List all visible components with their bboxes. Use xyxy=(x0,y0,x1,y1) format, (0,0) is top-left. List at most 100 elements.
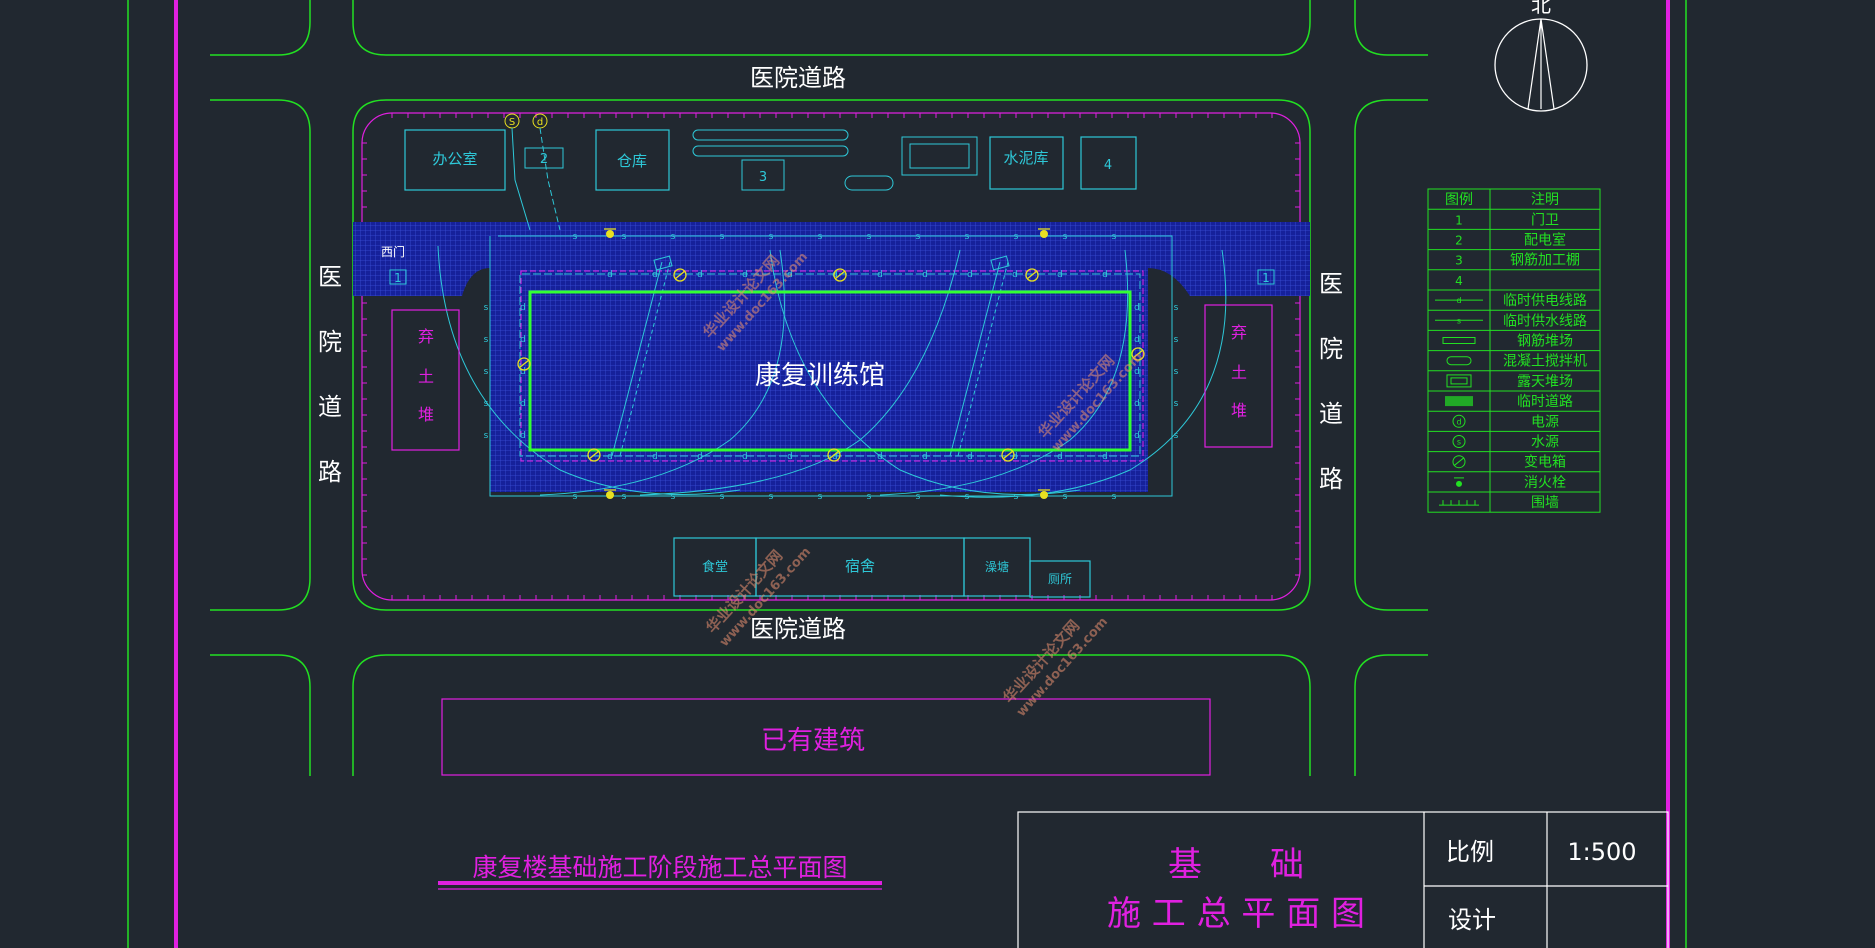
title-block xyxy=(1017,811,1669,948)
legend-note: 临时供电线路 xyxy=(1503,293,1587,309)
line-label: d xyxy=(697,452,703,462)
line-label: d xyxy=(520,399,526,409)
legend-symbol xyxy=(1446,374,1472,388)
rebar-shed: 3 xyxy=(741,159,785,191)
legend-note: 钢筋加工棚 xyxy=(1510,252,1580,269)
scale-label: 比例 xyxy=(1446,838,1494,866)
svg-text:路: 路 xyxy=(1319,465,1343,493)
crane-radius-arcs xyxy=(437,245,1227,498)
line-label: s xyxy=(867,492,872,502)
fire-hydrant-icon xyxy=(1038,489,1050,499)
svg-text:d: d xyxy=(1456,417,1461,426)
line-label: s xyxy=(965,232,970,242)
line-label: s xyxy=(1174,335,1179,345)
legend-note: 围墙 xyxy=(1531,495,1559,511)
line-label: d xyxy=(607,270,613,280)
svg-text:1: 1 xyxy=(1262,271,1270,285)
water-source-symbol: S xyxy=(504,113,520,129)
line-label: s xyxy=(1014,232,1019,242)
svg-text:S: S xyxy=(509,117,515,128)
line-label: s xyxy=(573,232,578,242)
transformer-boxes xyxy=(517,228,1145,499)
line-label: d xyxy=(922,270,928,280)
main-building-label: 康复训练馆 xyxy=(755,361,885,391)
temporary-power-line xyxy=(519,273,1141,457)
legend-symbol: s xyxy=(1435,316,1483,325)
line-label: d xyxy=(1134,335,1140,345)
temporary-road xyxy=(353,222,1310,492)
transformer-box-icon xyxy=(1001,448,1015,462)
west-gate-label: 西门 xyxy=(381,244,405,259)
legend-note: 露天堆场 xyxy=(1517,374,1573,390)
line-label: s xyxy=(1063,232,1068,242)
svg-text:2: 2 xyxy=(1455,234,1463,248)
fire-hydrant-icon xyxy=(1038,228,1050,238)
line-label: d xyxy=(520,367,526,377)
line-label: d xyxy=(1057,452,1063,462)
legend-note: 变电箱 xyxy=(1524,455,1566,471)
legend-symbol: d xyxy=(1452,414,1466,428)
svg-text:道: 道 xyxy=(318,393,342,421)
legend-note: 混凝土搅拌机 xyxy=(1503,354,1587,370)
svg-text:3: 3 xyxy=(759,170,767,185)
line-label: d xyxy=(922,452,928,462)
line-label: d xyxy=(1134,367,1140,377)
guard-house-west: 1 xyxy=(389,269,407,285)
scale-value: 1:500 xyxy=(1567,838,1636,866)
legend-symbol: 4 xyxy=(1455,274,1463,288)
legend-header-symbol: 图例 xyxy=(1445,192,1473,208)
line-label: d xyxy=(1012,270,1018,280)
title-block-name-line2: 施 工 总 平 面 图 xyxy=(1107,894,1365,934)
line-label: s xyxy=(1174,399,1179,409)
legend-note: 门卫 xyxy=(1531,212,1559,228)
legend-symbol: s xyxy=(1452,435,1466,448)
site-fence xyxy=(361,112,1301,601)
svg-text:办公室: 办公室 xyxy=(432,150,477,168)
road-label-west: 医 院 道 路 xyxy=(318,263,342,486)
line-label: s xyxy=(484,303,489,313)
line-label: d xyxy=(877,452,883,462)
transformer-box-icon xyxy=(587,448,601,462)
line-label: s xyxy=(573,492,578,502)
line-labels: ssssssssssssssssssssssssdddddddddddddddd… xyxy=(484,232,1179,502)
road-label-east: 医 院 道 路 xyxy=(1319,270,1343,493)
line-label: d xyxy=(742,270,748,280)
line-label: d xyxy=(877,270,883,280)
title-block-name-line1: 基 础 xyxy=(1168,845,1304,885)
svg-text:道: 道 xyxy=(1319,400,1343,428)
temporary-water-line xyxy=(489,235,1173,497)
line-label: s xyxy=(769,232,774,242)
road-edges xyxy=(210,0,1428,776)
transformer-box-icon xyxy=(1025,268,1039,282)
legend-symbol xyxy=(1452,455,1466,469)
line-label: s xyxy=(671,492,676,502)
legend-note: 电源 xyxy=(1531,414,1559,430)
svg-text:食堂: 食堂 xyxy=(702,559,728,575)
guard-house-east: 1 xyxy=(1257,269,1275,285)
svg-text:d: d xyxy=(537,117,543,128)
svg-text:弃: 弃 xyxy=(1231,323,1247,342)
svg-text:4: 4 xyxy=(1455,274,1463,288)
svg-text:院: 院 xyxy=(318,328,342,356)
svg-text:院: 院 xyxy=(1319,335,1343,363)
cement-store: 水泥库 xyxy=(989,136,1064,190)
line-label: d xyxy=(787,452,793,462)
source-lines xyxy=(511,127,561,231)
svg-text:3: 3 xyxy=(1455,254,1463,268)
transformer-box-icon xyxy=(673,268,687,282)
svg-text:土: 土 xyxy=(418,367,434,386)
line-label: d xyxy=(697,270,703,280)
bathhouse: 澡塘 xyxy=(963,537,1031,597)
line-label: s xyxy=(916,492,921,502)
svg-text:s: s xyxy=(1457,316,1461,325)
concrete-mixer xyxy=(844,175,894,191)
svg-text:水泥库: 水泥库 xyxy=(1003,149,1048,167)
legend-note: 配电室 xyxy=(1524,232,1566,249)
legend-note: 消火栓 xyxy=(1524,475,1566,491)
line-label: d xyxy=(967,270,973,280)
line-label: d xyxy=(1102,452,1108,462)
open-storage-yard xyxy=(901,136,978,176)
